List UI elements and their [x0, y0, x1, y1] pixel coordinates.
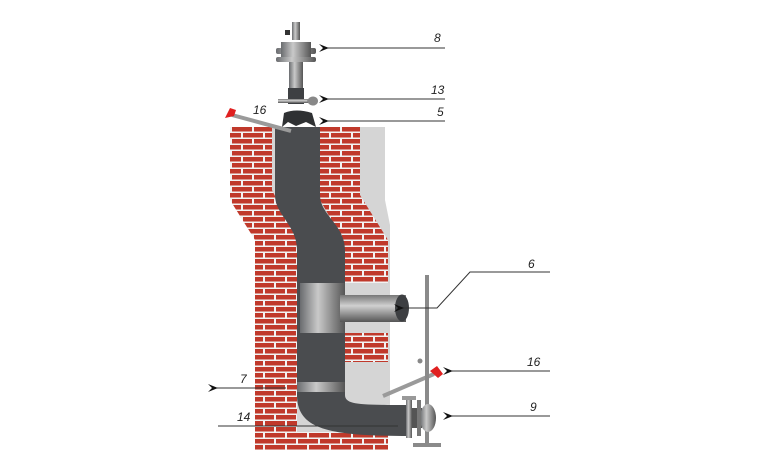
label-16-top: 16	[253, 103, 267, 117]
coupling-ring	[297, 382, 345, 392]
key-16-top	[225, 108, 292, 133]
label-13: 13	[431, 83, 445, 97]
tee-body	[300, 283, 345, 333]
support-post	[425, 275, 429, 445]
valve-9	[402, 396, 436, 438]
elbow-pipe	[297, 385, 410, 436]
label-6: 6	[528, 257, 535, 271]
brick-wall-right-lower	[345, 333, 388, 362]
brick-wall-bottom	[255, 432, 388, 450]
label-16-bottom: 16	[527, 355, 541, 369]
label-9: 9	[530, 400, 537, 414]
label-7: 7	[240, 372, 248, 386]
brick-wall-right-upper	[320, 127, 388, 283]
leader-6	[394, 271, 550, 312]
key-16-bottom	[382, 366, 443, 398]
brick-wall-left	[230, 127, 297, 432]
label-5: 5	[437, 105, 444, 119]
label-14: 14	[237, 410, 251, 424]
label-8: 8	[434, 31, 441, 45]
hydrant-head	[276, 22, 318, 127]
